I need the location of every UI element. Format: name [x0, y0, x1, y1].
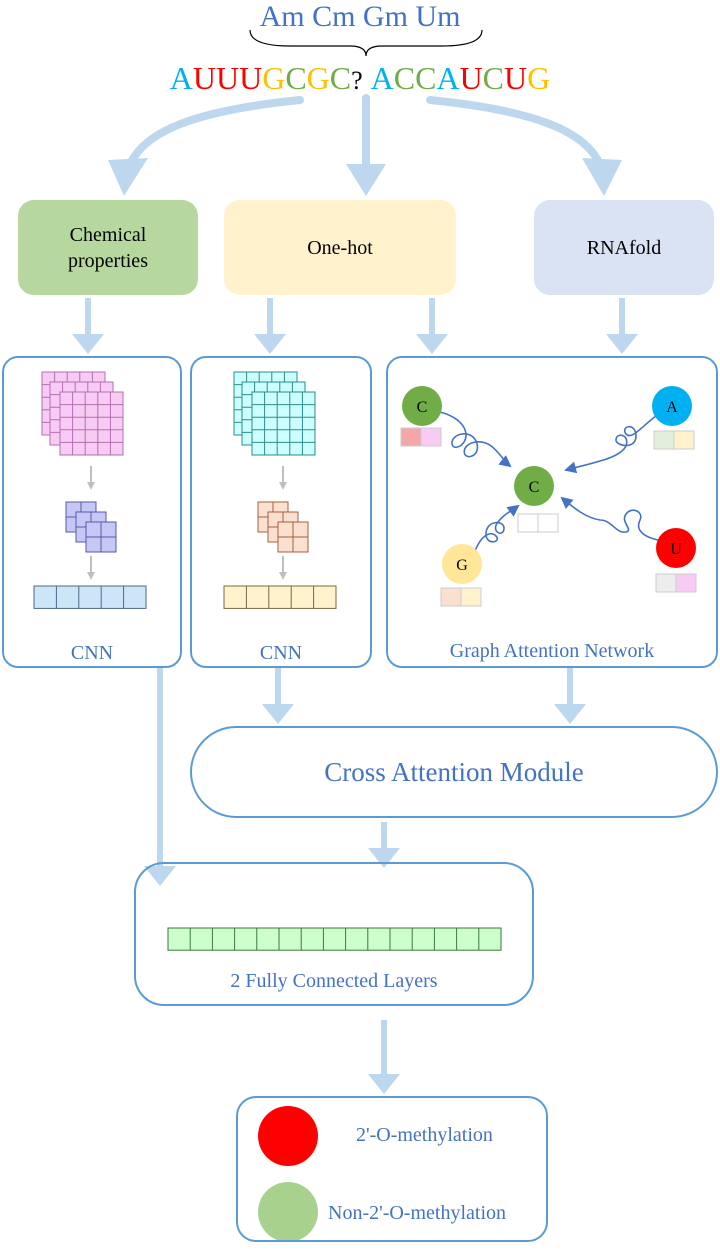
sequence-letter: A [370, 60, 394, 96]
one-hot-label: One-hot [307, 236, 373, 259]
sequence-letter: U [504, 60, 528, 96]
sequence-letter: U [239, 60, 263, 96]
sequence-letter: U [215, 60, 240, 96]
sequence-letter: U [459, 60, 483, 96]
legend-box [236, 1096, 548, 1242]
gat-node-label: U [670, 541, 682, 558]
arrowhead-right [582, 158, 622, 196]
rna-sequence: AUUUGCGC? ACCAUCUG [0, 58, 720, 101]
fc-vector [167, 927, 502, 951]
sequence-letter: C [393, 60, 416, 96]
cnn-panel-onehot [190, 356, 372, 668]
arrowhead-left [108, 158, 148, 196]
cnn2-input-grids [233, 371, 316, 456]
cnn1-output-vector [33, 585, 147, 609]
rnafold-box [534, 200, 714, 295]
sequence-letter: ? [351, 66, 363, 95]
chemical-properties-box [18, 200, 198, 295]
sequence-letter: C [482, 60, 505, 96]
cnn-panel-chemical [2, 356, 182, 668]
arrowhead-mid [346, 164, 386, 196]
modification-types: Am Cm Gm Um [259, 0, 461, 33]
cnn1-input-grids [41, 371, 124, 456]
fully-connected-box [134, 862, 534, 1006]
sequence-letter [363, 60, 371, 96]
gat-node-c-center [514, 466, 559, 533]
one-hot-box [224, 200, 456, 295]
cnn1-feature-grids [65, 501, 117, 553]
cnn2-feature-grids [257, 501, 309, 553]
gat-node-label: G [456, 557, 468, 574]
rnafold-label: RNAfold [586, 236, 662, 259]
gat-node-c-top [400, 386, 442, 447]
chemical-properties-label: Chemical properties [68, 223, 148, 272]
legend-positive-label: 2'-O-methylation [356, 1124, 493, 1146]
cnn-panel-chemical-label: CNN [70, 642, 114, 664]
modification-brace [249, 29, 483, 57]
fully-connected-label: 2 Fully Connected Layers [230, 970, 438, 992]
legend-negative-label: Non-2'-O-methylation [328, 1202, 507, 1224]
sequence-letter: C [285, 60, 307, 96]
cnn-panel-onehot-label: CNN [259, 642, 303, 664]
cross-attention-module: Cross Attention Module [190, 726, 718, 818]
top-arrows [124, 94, 606, 174]
gat-node-u [655, 528, 697, 593]
gat-panel-label: Graph Attention Network [449, 640, 655, 662]
gat-node-label: C [417, 399, 428, 416]
cnn2-output-vector [223, 585, 337, 609]
gat-node-label: A [666, 399, 678, 416]
sequence-letter: U [192, 60, 216, 96]
sequence-letter: C [329, 60, 352, 96]
gat-node-label: C [529, 479, 540, 496]
gat-edges [439, 411, 659, 555]
legend-positive-marker [258, 1106, 318, 1166]
sequence-letter: G [527, 60, 551, 96]
sequence-letter: A [169, 60, 193, 96]
gat-node-a [652, 386, 695, 450]
legend-negative-marker [258, 1182, 318, 1242]
gat-node-g [440, 544, 482, 607]
gat-panel [386, 356, 718, 668]
sequence-letter: C [415, 60, 437, 96]
sequence-letter: A [436, 60, 460, 96]
sequence-letter: G [262, 60, 286, 96]
sequence-letter: G [306, 60, 330, 96]
